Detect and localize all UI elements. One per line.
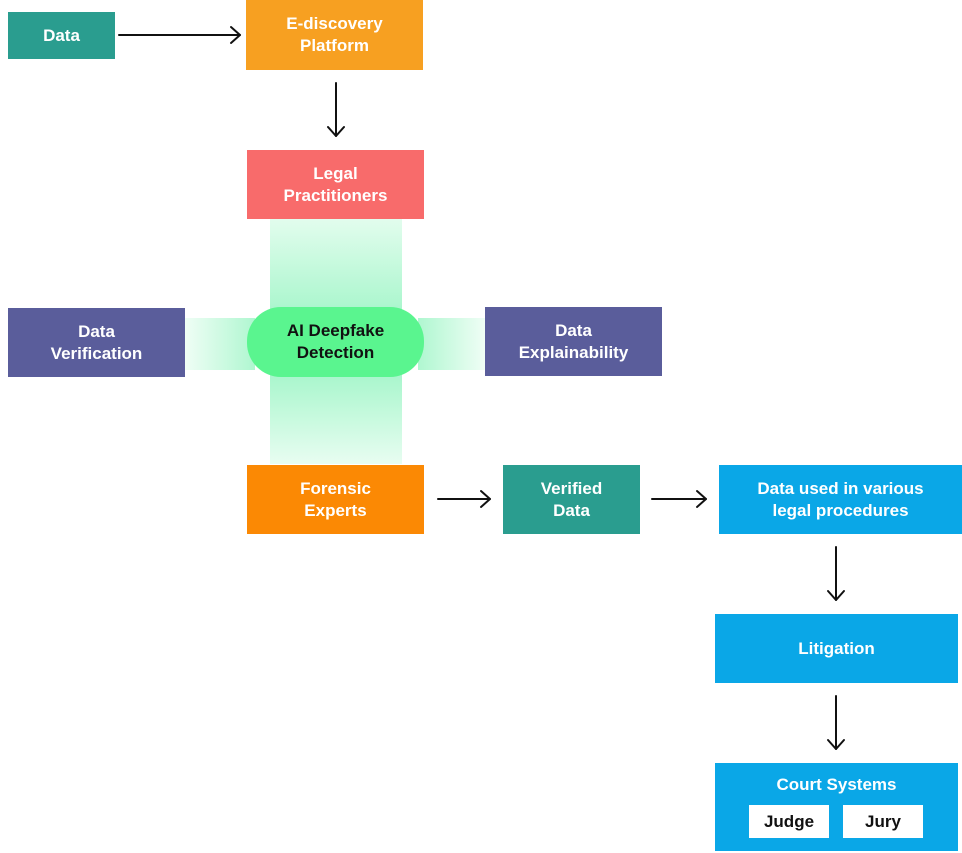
node-data-used-legal-procedures: Data used in various legal procedures (719, 465, 962, 534)
chip-jury: Jury (843, 805, 923, 838)
node-data-explainability: Data Explainability (485, 307, 662, 376)
arrow-forensic-to-verified (437, 490, 491, 508)
node-ediscovery-platform: E-discovery Platform (246, 0, 423, 70)
node-litigation: Litigation (715, 614, 958, 683)
chip-judge: Judge (749, 805, 829, 838)
arrow-verified-to-dataused (651, 490, 707, 508)
node-court-systems: Court Systems Judge Jury (715, 763, 958, 851)
node-data: Data (8, 12, 115, 59)
node-forensic-experts: Forensic Experts (247, 465, 424, 534)
glow-right (418, 318, 485, 370)
court-systems-title: Court Systems (776, 775, 897, 794)
arrow-dataused-to-litigation (827, 546, 845, 601)
node-verified-data: Verified Data (503, 465, 640, 534)
arrow-ediscovery-to-legal (327, 82, 345, 137)
node-ai-deepfake-detection: AI Deepfake Detection (247, 307, 424, 377)
glow-bottom (270, 374, 402, 464)
node-legal-practitioners: Legal Practitioners (247, 150, 424, 219)
node-data-verification: Data Verification (8, 308, 185, 377)
arrow-litigation-to-court (827, 695, 845, 750)
glow-left (185, 318, 255, 370)
glow-top (270, 219, 402, 314)
arrow-data-to-ediscovery (118, 26, 241, 44)
